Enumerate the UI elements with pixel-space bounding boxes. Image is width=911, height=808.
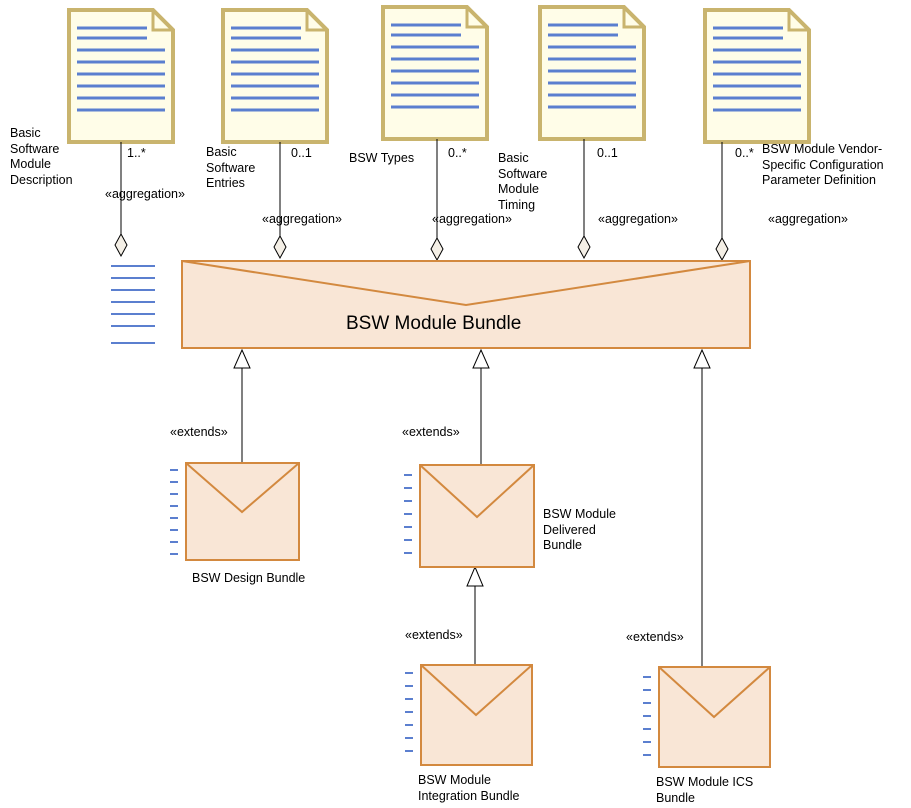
- aggregation-diamond: [715, 236, 729, 262]
- envelope-icon: [185, 462, 300, 561]
- bundle-label: BSW Module Delivered Bundle: [543, 507, 616, 552]
- generalization-arrowhead: [233, 348, 251, 369]
- generalization-arrowhead: [466, 565, 484, 587]
- envelope-icon: [658, 666, 771, 768]
- artifact-label: Basic Software Module Description: [10, 126, 73, 187]
- envelope-icon: [420, 664, 533, 766]
- envelope-icon: [419, 464, 535, 568]
- artifact-label: Basic Software Entries: [206, 145, 256, 190]
- artifact-label: BSW Types: [349, 151, 415, 165]
- stereotype-label: «extends»: [405, 628, 463, 642]
- aggregation-diamond: [577, 234, 591, 260]
- main-bundle-box: [181, 260, 751, 349]
- stereotype-label: «aggregation»: [105, 187, 185, 201]
- stereotype-label: «aggregation»: [262, 212, 342, 226]
- list-stack-icon: [111, 265, 155, 344]
- stereotype-label: «aggregation»: [432, 212, 512, 226]
- main-bundle-title: BSW Module Bundle: [346, 313, 522, 334]
- multiplicity-label: 1..*: [127, 146, 146, 160]
- stereotype-label: «extends»: [402, 425, 460, 439]
- aggregation-diamond: [273, 234, 287, 260]
- document-icon: [538, 5, 646, 141]
- list-stack-icon: [643, 676, 651, 756]
- bundle-label: BSW Module ICS Bundle: [656, 775, 754, 805]
- aggregation-diamond: [114, 232, 128, 258]
- stereotype-label: «extends»: [170, 425, 228, 439]
- multiplicity-label: 0..*: [735, 146, 754, 160]
- stereotype-label: «extends»: [626, 630, 684, 644]
- stereotype-label: «aggregation»: [768, 212, 848, 226]
- list-stack-icon: [170, 469, 178, 555]
- artifact-label: Basic Software Module Timing: [498, 151, 548, 212]
- multiplicity-label: 0..1: [291, 146, 312, 160]
- aggregation-diamond: [430, 236, 444, 262]
- list-stack-icon: [404, 474, 412, 554]
- generalization-arrowhead: [693, 348, 711, 369]
- artifact-label: BSW Module Vendor- Specific Configuratio…: [762, 142, 884, 187]
- list-stack-icon: [405, 672, 413, 752]
- document-icon: [381, 5, 489, 141]
- document-icon: [67, 8, 175, 144]
- generalization-arrowhead: [472, 348, 490, 369]
- document-icon: [703, 8, 811, 144]
- bundle-label: BSW Design Bundle: [192, 571, 306, 585]
- multiplicity-label: 0..*: [448, 146, 467, 160]
- multiplicity-label: 0..1: [597, 146, 618, 160]
- bundle-label: BSW Module Integration Bundle: [418, 773, 520, 803]
- stereotype-label: «aggregation»: [598, 212, 678, 226]
- document-icon: [221, 8, 329, 144]
